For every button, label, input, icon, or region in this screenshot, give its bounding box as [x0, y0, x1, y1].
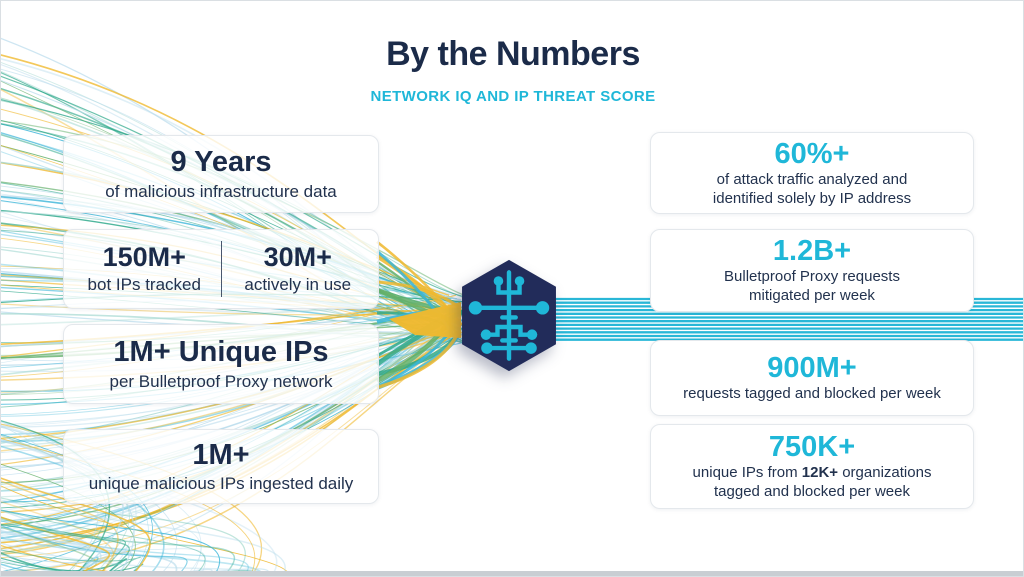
network-brain-icon [462, 259, 556, 372]
stat-label: unique malicious IPs ingested daily [88, 474, 354, 494]
stat-label-line1: of attack traffic analyzed and [716, 170, 908, 188]
stat-card-unique-ips-orgs: 750K+ unique IPs from 12K+ organizations… [650, 424, 974, 509]
stat-value: 150M+ [102, 242, 186, 273]
stat-label-line2: mitigated per week [749, 287, 875, 305]
stat-label-line2: tagged and blocked per week [714, 483, 910, 501]
stat-value: 1.2B+ [772, 235, 852, 268]
page-title: By the Numbers [386, 35, 640, 73]
stat-card-tagged-blocked: 900M+ requests tagged and blocked per we… [650, 340, 974, 416]
stat-label: per Bulletproof Proxy network [109, 371, 333, 391]
stat-label: bot IPs tracked [87, 275, 201, 295]
stat-value: 750K+ [768, 431, 856, 464]
stat-label: of malicious infrastructure data [105, 181, 337, 201]
stat-label: Bulletproof Proxy requests mitigated per… [724, 268, 900, 306]
stat-label: actively in use [244, 275, 352, 295]
stat-cell-tracked: 150M+ bot IPs tracked [68, 242, 221, 295]
stat-cell-in-use: 30M+ actively in use [222, 242, 375, 295]
stat-value: 1M+ Unique IPs [113, 336, 329, 369]
bottom-edge-strip [1, 571, 1023, 576]
stat-value: 1M+ [192, 438, 250, 471]
stat-value: 60%+ [774, 137, 850, 170]
stat-value: 30M+ [263, 242, 332, 273]
stat-label: unique IPs from 12K+ organizations tagge… [693, 464, 932, 502]
header: By the Numbers NETWORK IQ AND IP THREAT … [1, 35, 1023, 105]
stat-card-ingested: 1M+ unique malicious IPs ingested daily [63, 429, 379, 504]
stat-label-line2: identified solely by IP address [712, 189, 912, 207]
stat-card-years: 9 Years of malicious infrastructure data [63, 135, 379, 213]
stat-card-bot-ips: 150M+ bot IPs tracked 30M+ actively in u… [63, 229, 379, 309]
stat-card-unique-ips: 1M+ Unique IPs per Bulletproof Proxy net… [63, 324, 379, 404]
vertical-divider [220, 241, 222, 297]
stat-label: of attack traffic analyzed and identifie… [713, 171, 911, 209]
stat-value: 9 Years [170, 146, 272, 179]
page-subtitle: NETWORK IQ AND IP THREAT SCORE [370, 88, 656, 105]
stat-value: 900M+ [767, 351, 857, 384]
stat-label-suffix: organizations [838, 464, 932, 482]
stat-label: requests tagged and blocked per week [683, 385, 941, 403]
stat-card-attack-traffic: 60%+ of attack traffic analyzed and iden… [650, 132, 974, 214]
stat-label-bold: 12K+ [801, 464, 839, 482]
stat-card-proxy-requests: 1.2B+ Bulletproof Proxy requests mitigat… [650, 229, 974, 312]
stat-label-prefix: unique IPs from [692, 464, 802, 482]
stat-label-line1: Bulletproof Proxy requests [724, 268, 900, 286]
